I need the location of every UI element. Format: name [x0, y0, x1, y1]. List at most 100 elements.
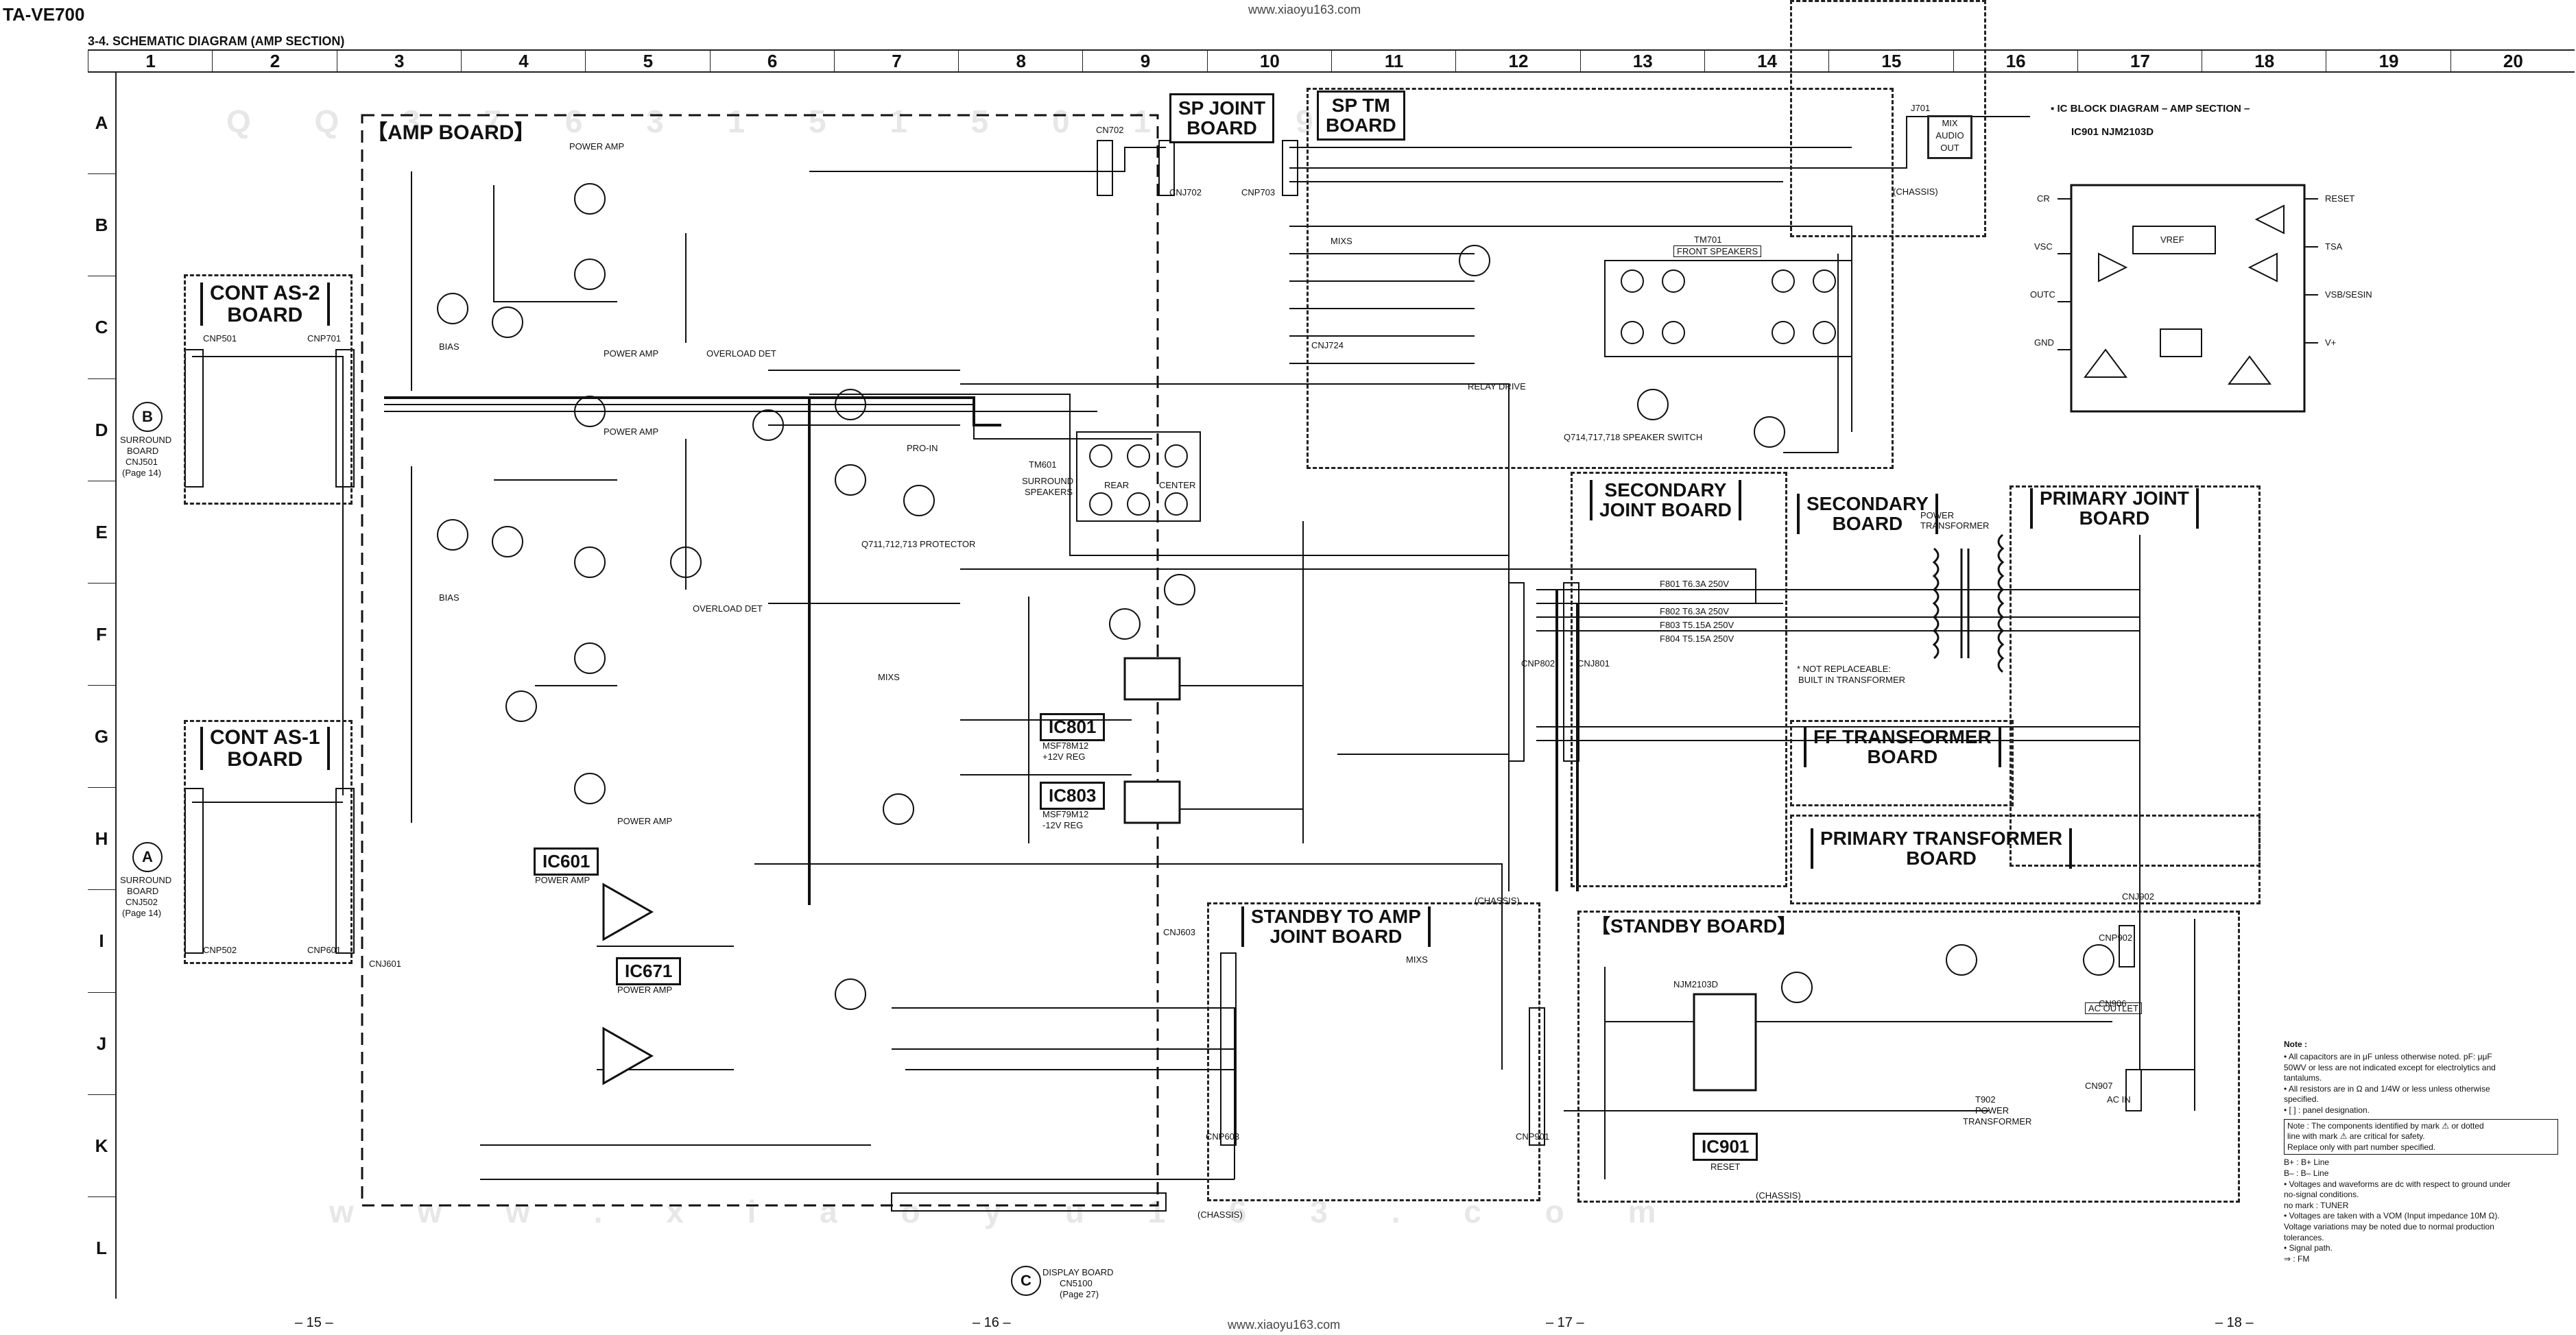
tm701-label: TM701	[1694, 234, 1722, 245]
column-label-3: 3	[336, 51, 462, 71]
section-title: 3-4. SCHEMATIC DIAGRAM (AMP SECTION)	[88, 34, 345, 48]
notes-list: • All capacitors are in μF unless otherw…	[2284, 1052, 2558, 1264]
secondary-joint-board-title: SECONDARY JOINT BOARD	[1590, 480, 1741, 520]
connector-a-marker: A	[132, 842, 163, 872]
connector-a-text1: SURROUND	[120, 875, 172, 885]
safety-note-1: Note : The components identified by mark…	[2287, 1120, 2484, 1131]
j701-label: J701	[1911, 103, 1931, 113]
chassis-label-bottom: (CHASSIS)	[1756, 1190, 1801, 1201]
watermark-url-top: www.xiaoyu163.com	[1248, 3, 1361, 16]
standby-to-amp-line2: JOINT BOARD	[1269, 926, 1403, 948]
ic671-sub: POWER AMP	[617, 985, 673, 995]
primary-joint-outline	[2009, 485, 2261, 867]
connector-a-text4: (Page 14)	[122, 908, 162, 918]
front-speakers-label: FRONT SPEAKERS	[1673, 245, 1762, 257]
row-label-B: B	[88, 173, 115, 276]
cnp701-label: CNP701	[307, 333, 342, 344]
cnp802-label: CNP802	[1521, 658, 1555, 669]
secondary-line2: BOARD	[1832, 513, 1903, 535]
cont-as2-outline	[184, 274, 353, 505]
note-line: • All resistors are in Ω and 1/4W or les…	[2284, 1083, 2490, 1094]
t902-label2: POWER	[1975, 1105, 2009, 1116]
not-replaceable-2: BUILT IN TRANSFORMER	[1798, 675, 1906, 685]
not-replaceable-1: * NOT REPLACEABLE:	[1797, 664, 1892, 674]
sp-tm-board-outline	[1307, 88, 1894, 469]
note-line: specified.	[2284, 1094, 2319, 1105]
relay-drive-label: RELAY DRIVE	[1468, 381, 1526, 392]
page-number-17: – 17 –	[1546, 1315, 1584, 1330]
ic803-label: IC803	[1040, 782, 1106, 810]
amp-board-title: 【AMP BOARD】	[367, 121, 535, 144]
cnj603-label: CNJ603	[1163, 927, 1195, 937]
row-label-F: F	[88, 582, 115, 686]
primary-transformer-line1: PRIMARY TRANSFORMER	[1820, 828, 2063, 849]
secondary-joint-outline	[1571, 472, 1787, 887]
connector-c-text2: CN5100	[1060, 1278, 1093, 1288]
notes-title: Note :	[2284, 1039, 2307, 1049]
bias-label-2: BIAS	[439, 592, 460, 603]
mix-audio-line3: OUT	[1940, 143, 1959, 153]
column-label-19: 19	[2326, 51, 2450, 71]
ic-block-pin-right-1: TSA	[2325, 241, 2343, 252]
ff-transformer-outline	[1790, 720, 2014, 806]
column-label-2: 2	[212, 51, 337, 71]
ac-outlet-label: AC OUTLET	[2085, 1002, 2142, 1014]
mixs-label-3: MIXS	[1406, 954, 1428, 965]
primary-joint-line2: BOARD	[2079, 507, 2150, 529]
cnp601-label: CNP601	[307, 945, 342, 955]
surround-speakers-label1: SURROUND	[1022, 476, 1074, 486]
sp-joint-line2: BOARD	[1186, 117, 1257, 139]
cn906-label: CN906	[2099, 998, 2127, 1009]
column-label-15: 15	[1828, 51, 1953, 71]
fuse-f802: F802 T6.3A 250V	[1660, 606, 1729, 616]
pro-in-label: PRO-IN	[907, 443, 938, 453]
ac-in-label: AC IN	[2107, 1094, 2131, 1105]
ic671-label: IC671	[616, 957, 682, 986]
primary-transformer-outline	[1790, 815, 2261, 904]
cont-as2-board-title: CONT AS-2 BOARD	[200, 282, 330, 326]
column-label-16: 16	[1953, 51, 2078, 71]
b-minus-line: B– : B– Line	[2284, 1168, 2329, 1178]
ic-block-pin-left-2: OUTC	[2030, 289, 2055, 300]
ic-block-title: ▪ IC BLOCK DIAGRAM – AMP SECTION –	[2051, 103, 2250, 115]
column-label-5: 5	[585, 51, 710, 71]
mix-audio-out-box: MIX AUDIO OUT	[1927, 115, 1972, 159]
column-label-17: 17	[2077, 51, 2202, 71]
ic-block-pin-left-0: CR	[2037, 193, 2050, 204]
column-label-14: 14	[1704, 51, 1829, 71]
connector-b-text3: CNJ501	[126, 457, 158, 467]
cn702-label: CN702	[1096, 125, 1124, 135]
mixs-label-2: MIXS	[1331, 236, 1352, 246]
mix-audio-line2: AUDIO	[1935, 130, 1964, 141]
mixs-label-1: MIXS	[878, 672, 900, 682]
fuse-f801: F801 T6.3A 250V	[1660, 579, 1729, 589]
row-label-C: C	[88, 276, 115, 378]
cnj902-label: CNJ902	[2122, 891, 2154, 902]
ff-transformer-board-title: FF TRANSFORMER BOARD	[1804, 727, 2001, 767]
note-line: • Voltages and waveforms are dc with res…	[2284, 1179, 2511, 1189]
ic801-label: IC801	[1040, 713, 1106, 742]
connector-c-text1: DISPLAY BOARD	[1042, 1267, 1114, 1277]
ic-block-vref: VREF	[2160, 234, 2184, 245]
ic803-part: MSF79M12	[1042, 809, 1089, 819]
note-line: no-signal conditions.	[2284, 1190, 2359, 1200]
safety-note-2: line with mark ⚠ are critical for safety…	[2287, 1131, 2425, 1142]
fuse-f803: F803 T5.15A 250V	[1660, 620, 1734, 630]
connector-b-text4: (Page 14)	[122, 468, 162, 478]
sp-tm-line2: BOARD	[1326, 115, 1396, 136]
standby-to-amp-outline	[1207, 902, 1540, 1201]
primary-joint-board-title: PRIMARY JOINT BOARD	[2030, 488, 2199, 529]
column-label-11: 11	[1331, 51, 1456, 71]
cn907-label: CN907	[2085, 1081, 2113, 1091]
column-label-9: 9	[1082, 51, 1207, 71]
safety-note-box: Note : The components identified by mark…	[2284, 1118, 2558, 1155]
row-label-E: E	[88, 480, 115, 584]
note-line: • [ ] : panel designation.	[2284, 1105, 2370, 1115]
power-amp-label-4: POWER AMP	[617, 816, 673, 826]
ff-transformer-line2: BOARD	[1867, 746, 1938, 768]
watermark-url-bottom: www.xiaoyu163.com	[1228, 1318, 1341, 1332]
overload-det-label-2: OVERLOAD DET	[693, 603, 763, 614]
cnp603-label: CNP603	[1206, 1131, 1240, 1142]
